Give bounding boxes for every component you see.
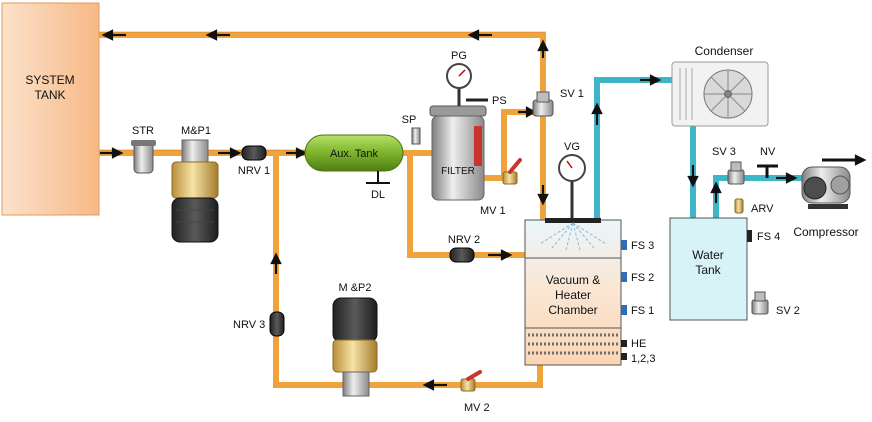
- fs-4-label: FS 4: [757, 231, 780, 243]
- sample-point: SP: [402, 114, 421, 145]
- fs-3-label: FS 3: [631, 240, 654, 252]
- aux-tank: Aux. Tank DL: [304, 134, 404, 201]
- mv-1-label: MV 1: [480, 205, 506, 217]
- solenoid-valve-1: SV 1: [532, 88, 584, 117]
- motor-pump-1: M&P1: [171, 125, 219, 243]
- nrv-2-label: NRV 2: [448, 234, 480, 246]
- sample-point-label: SP: [402, 114, 417, 126]
- water-tank-label-line2: Tank: [695, 263, 721, 277]
- pressure-switch: PS: [466, 95, 507, 107]
- sv-3-label: SV 3: [712, 146, 736, 158]
- system-tank: SYSTEM TANK: [1, 2, 100, 216]
- condenser-label: Condenser: [695, 44, 754, 58]
- sv-2-label: SV 2: [776, 305, 800, 317]
- solenoid-valve-3: SV 3: [712, 146, 745, 185]
- pressure-gauge-label: PG: [451, 50, 467, 62]
- manual-valve-1: MV 1: [480, 158, 522, 217]
- chamber-label-line2: Heater: [555, 288, 591, 302]
- arv-label: ARV: [751, 203, 774, 215]
- drain-label: DL: [371, 189, 385, 201]
- nv-label: NV: [760, 146, 776, 158]
- filter: FILTER: [429, 88, 487, 201]
- nrv-3-valve: NRV 3: [233, 311, 285, 337]
- nrv-1-valve: NRV 1: [238, 145, 270, 177]
- chamber-label-line3: Chamber: [548, 303, 597, 317]
- nrv-3-label: NRV 3: [233, 319, 265, 331]
- air-release-valve: ARV: [734, 198, 774, 215]
- system-tank-label-line1: SYSTEM: [25, 73, 74, 87]
- pressure-gauge: PG: [446, 50, 472, 89]
- strainer: STR: [131, 125, 156, 174]
- mv-2-label: MV 2: [464, 402, 490, 414]
- aux-tank-label: Aux. Tank: [330, 148, 379, 160]
- pressure-switch-label: PS: [492, 95, 507, 107]
- flow-arrows: [100, 29, 867, 391]
- motor-pump-2-label: M &P2: [338, 282, 371, 294]
- fs-1-label: FS 1: [631, 305, 654, 317]
- motor-pump-2: M &P2: [332, 282, 378, 397]
- he-label: HE: [631, 338, 646, 350]
- float-switches: FS 3 FS 2 FS 1 HE 1,2,3: [621, 240, 655, 365]
- system-tank-label-line2: TANK: [34, 88, 65, 102]
- manual-valve-2: MV 2: [460, 370, 490, 414]
- condenser: Condenser: [671, 44, 769, 127]
- nrv-2-valve: NRV 2: [448, 234, 480, 263]
- he-numbers-label: 1,2,3: [631, 353, 655, 365]
- motor-pump-1-label: M&P1: [181, 125, 211, 137]
- fs-2-label: FS 2: [631, 272, 654, 284]
- sv-1-label: SV 1: [560, 88, 584, 100]
- water-tank: Water Tank FS 4: [669, 217, 780, 321]
- nrv-1-label: NRV 1: [238, 165, 270, 177]
- compressor: Compressor: [793, 166, 859, 239]
- strainer-label: STR: [132, 125, 154, 137]
- water-tank-label-line1: Water: [692, 248, 724, 262]
- filter-label: FILTER: [441, 166, 475, 177]
- vacuum-gauge-label: VG: [564, 141, 580, 153]
- compressor-label: Compressor: [793, 225, 858, 239]
- oil-pipes: [97, 32, 546, 388]
- vacuum-gauge: VG: [558, 141, 586, 218]
- needle-valve: NV: [757, 146, 778, 178]
- chamber-label-line1: Vacuum &: [546, 273, 600, 287]
- solenoid-valve-2: SV 2: [751, 291, 800, 317]
- vacuum-heater-chamber: Vacuum & Heater Chamber: [524, 218, 622, 366]
